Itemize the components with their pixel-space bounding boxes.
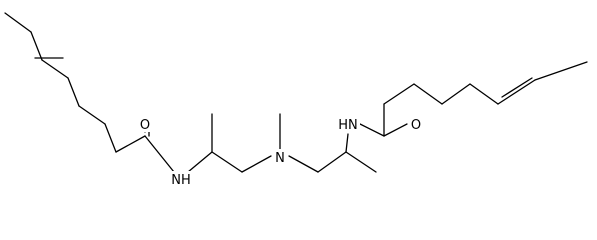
nh-left-bg	[170, 171, 192, 187]
atom-nh-left: NH	[171, 173, 191, 188]
bond-line-28	[497, 79, 536, 105]
bond-lines	[4, 12, 588, 173]
bond-line-19	[345, 151, 377, 173]
n-center-bg	[273, 149, 287, 165]
bond-line-24	[383, 83, 415, 105]
o-right-bg	[409, 116, 423, 132]
bond-line-12	[187, 151, 213, 173]
bond-line-11	[144, 135, 175, 173]
o-left-bg	[138, 116, 152, 132]
bond-line-22	[383, 123, 408, 137]
bond-line-2	[30, 31, 43, 61]
bond-line-1	[4, 12, 32, 33]
bond-line-29	[501, 77, 533, 98]
atom-n-center: N	[275, 151, 285, 166]
bond-line-18	[317, 151, 347, 173]
bond-line-4	[41, 59, 69, 79]
bond-line-6	[78, 105, 106, 125]
bond-line-26	[441, 83, 471, 105]
bond-line-15	[241, 155, 272, 173]
bond-line-25	[413, 83, 443, 105]
hn-right-bg	[336, 116, 360, 132]
bond-line-14	[211, 151, 243, 173]
bond-line-30	[534, 61, 588, 81]
atom-labels: O NH N HN O	[138, 116, 423, 188]
bond-line-5	[67, 77, 80, 107]
atom-o-right: O	[411, 118, 421, 133]
atom-o-left: O	[140, 118, 150, 133]
bond-line-8	[115, 135, 146, 153]
bond-line-27	[469, 83, 499, 105]
chemical-structure: O NH N HN O	[4, 12, 588, 188]
atom-hn-right: HN	[338, 118, 358, 133]
bond-line-21	[359, 123, 385, 137]
bond-line-20	[345, 133, 349, 153]
bond-line-7	[104, 123, 117, 153]
bond-line-17	[288, 155, 319, 173]
